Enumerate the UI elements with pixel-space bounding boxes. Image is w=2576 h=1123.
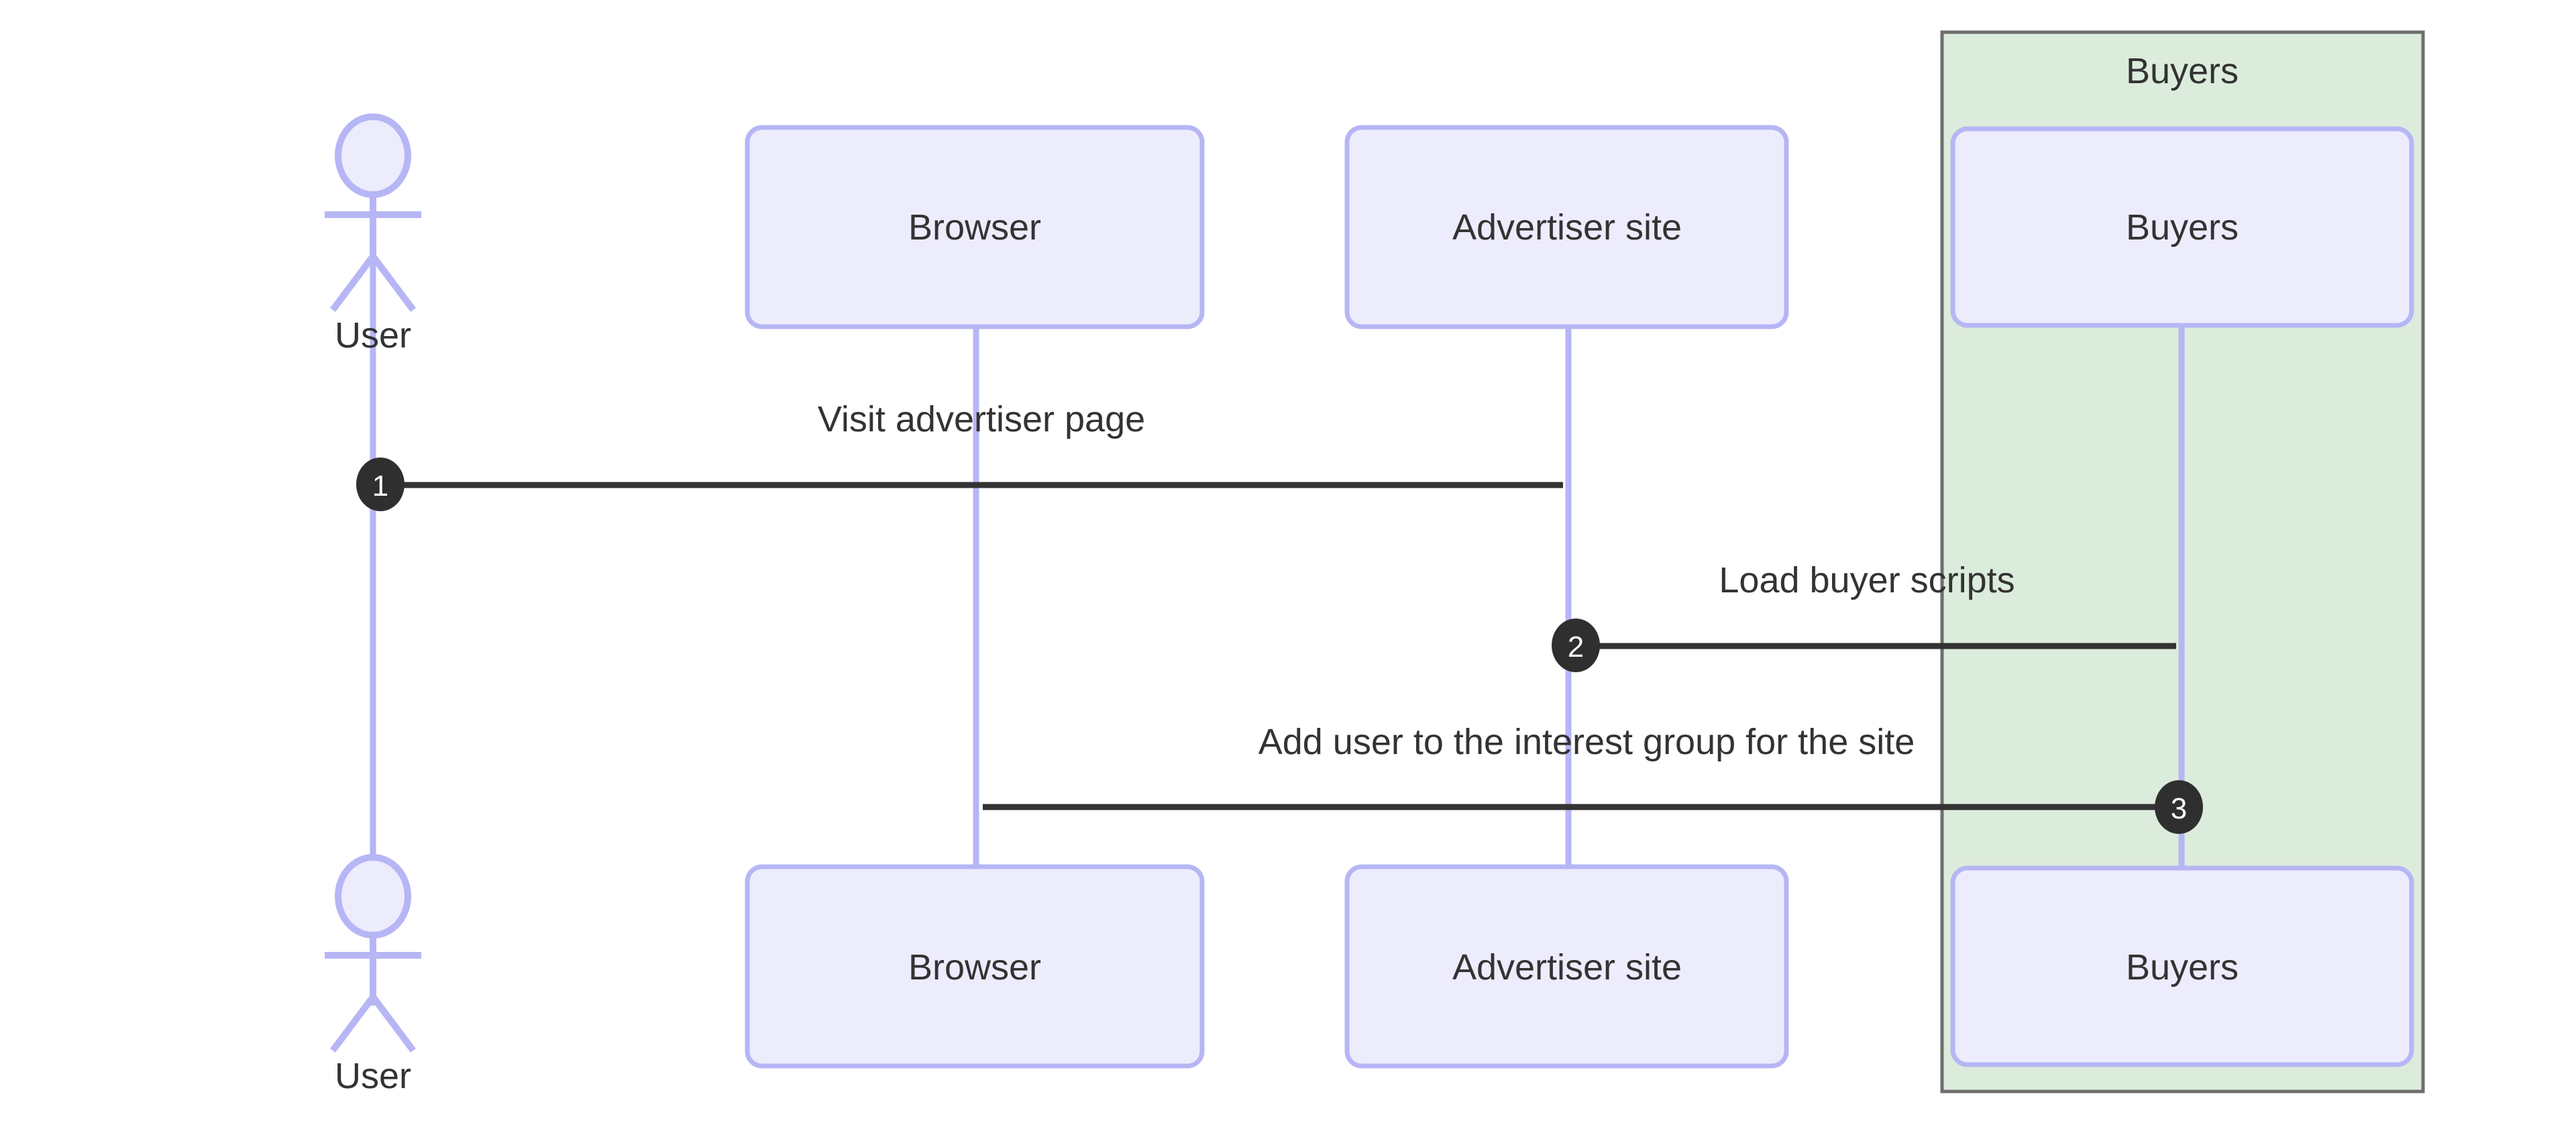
message-label-3: Add user to the interest group for the s… [1258, 722, 1915, 762]
actor-right-leg-icon [370, 995, 416, 1053]
group-box-title: Buyers [2126, 51, 2239, 91]
participant-label-browser-top: Browser [908, 207, 1041, 248]
participant-box [1950, 865, 2414, 1067]
participant-buyers-top[interactable]: Buyers [1950, 126, 2414, 328]
actor-right-leg-icon [370, 254, 416, 312]
participant-box [745, 125, 1205, 329]
message-label-2: Load buyer scripts [1719, 560, 2015, 600]
sequence-number-3: 3 [2171, 792, 2187, 825]
sequence-number-1: 1 [372, 470, 388, 502]
participant-box [1344, 125, 1789, 329]
participant-label-browser-bottom: Browser [908, 947, 1041, 987]
participant-label-advertiser-top: Advertiser site [1452, 207, 1682, 248]
participant-box [1950, 126, 2414, 328]
actor-label-user-top: User [335, 315, 411, 356]
sequence-badge-2 [1552, 619, 1600, 672]
message-2[interactable]: Load buyer scripts 2 [1552, 560, 2176, 672]
sequence-badge-3 [2155, 780, 2203, 834]
actor-head-icon [335, 854, 411, 939]
participant-box [1344, 864, 1789, 1069]
participant-browser-top[interactable]: Browser [745, 125, 1205, 329]
actor-left-leg-icon [330, 995, 376, 1053]
actor-left-leg-icon [330, 254, 376, 312]
message-label-1: Visit advertiser page [818, 399, 1145, 439]
actor-user-bottom[interactable]: User [325, 854, 421, 1096]
participant-label-buyers-top: Buyers [2126, 207, 2239, 248]
actor-label-user-bottom: User [335, 1056, 411, 1096]
message-3[interactable]: Add user to the interest group for the s… [983, 722, 2203, 834]
actor-user-top[interactable]: User [325, 113, 421, 356]
participant-box [745, 864, 1205, 1069]
participant-advertiser-bottom[interactable]: Advertiser site [1344, 864, 1789, 1069]
participant-buyers-bottom[interactable]: Buyers [1950, 865, 2414, 1067]
lifelines [370, 195, 2185, 899]
participant-browser-bottom[interactable]: Browser [745, 864, 1205, 1069]
sequence-badge-1 [356, 458, 405, 511]
message-1[interactable]: Visit advertiser page 1 [356, 399, 1563, 511]
participant-advertiser-top[interactable]: Advertiser site [1344, 125, 1789, 329]
participant-label-buyers-bottom: Buyers [2126, 947, 2239, 987]
sequence-number-2: 2 [1568, 631, 1584, 663]
participant-label-advertiser-bottom: Advertiser site [1452, 947, 1682, 987]
actor-head-icon [335, 113, 411, 198]
